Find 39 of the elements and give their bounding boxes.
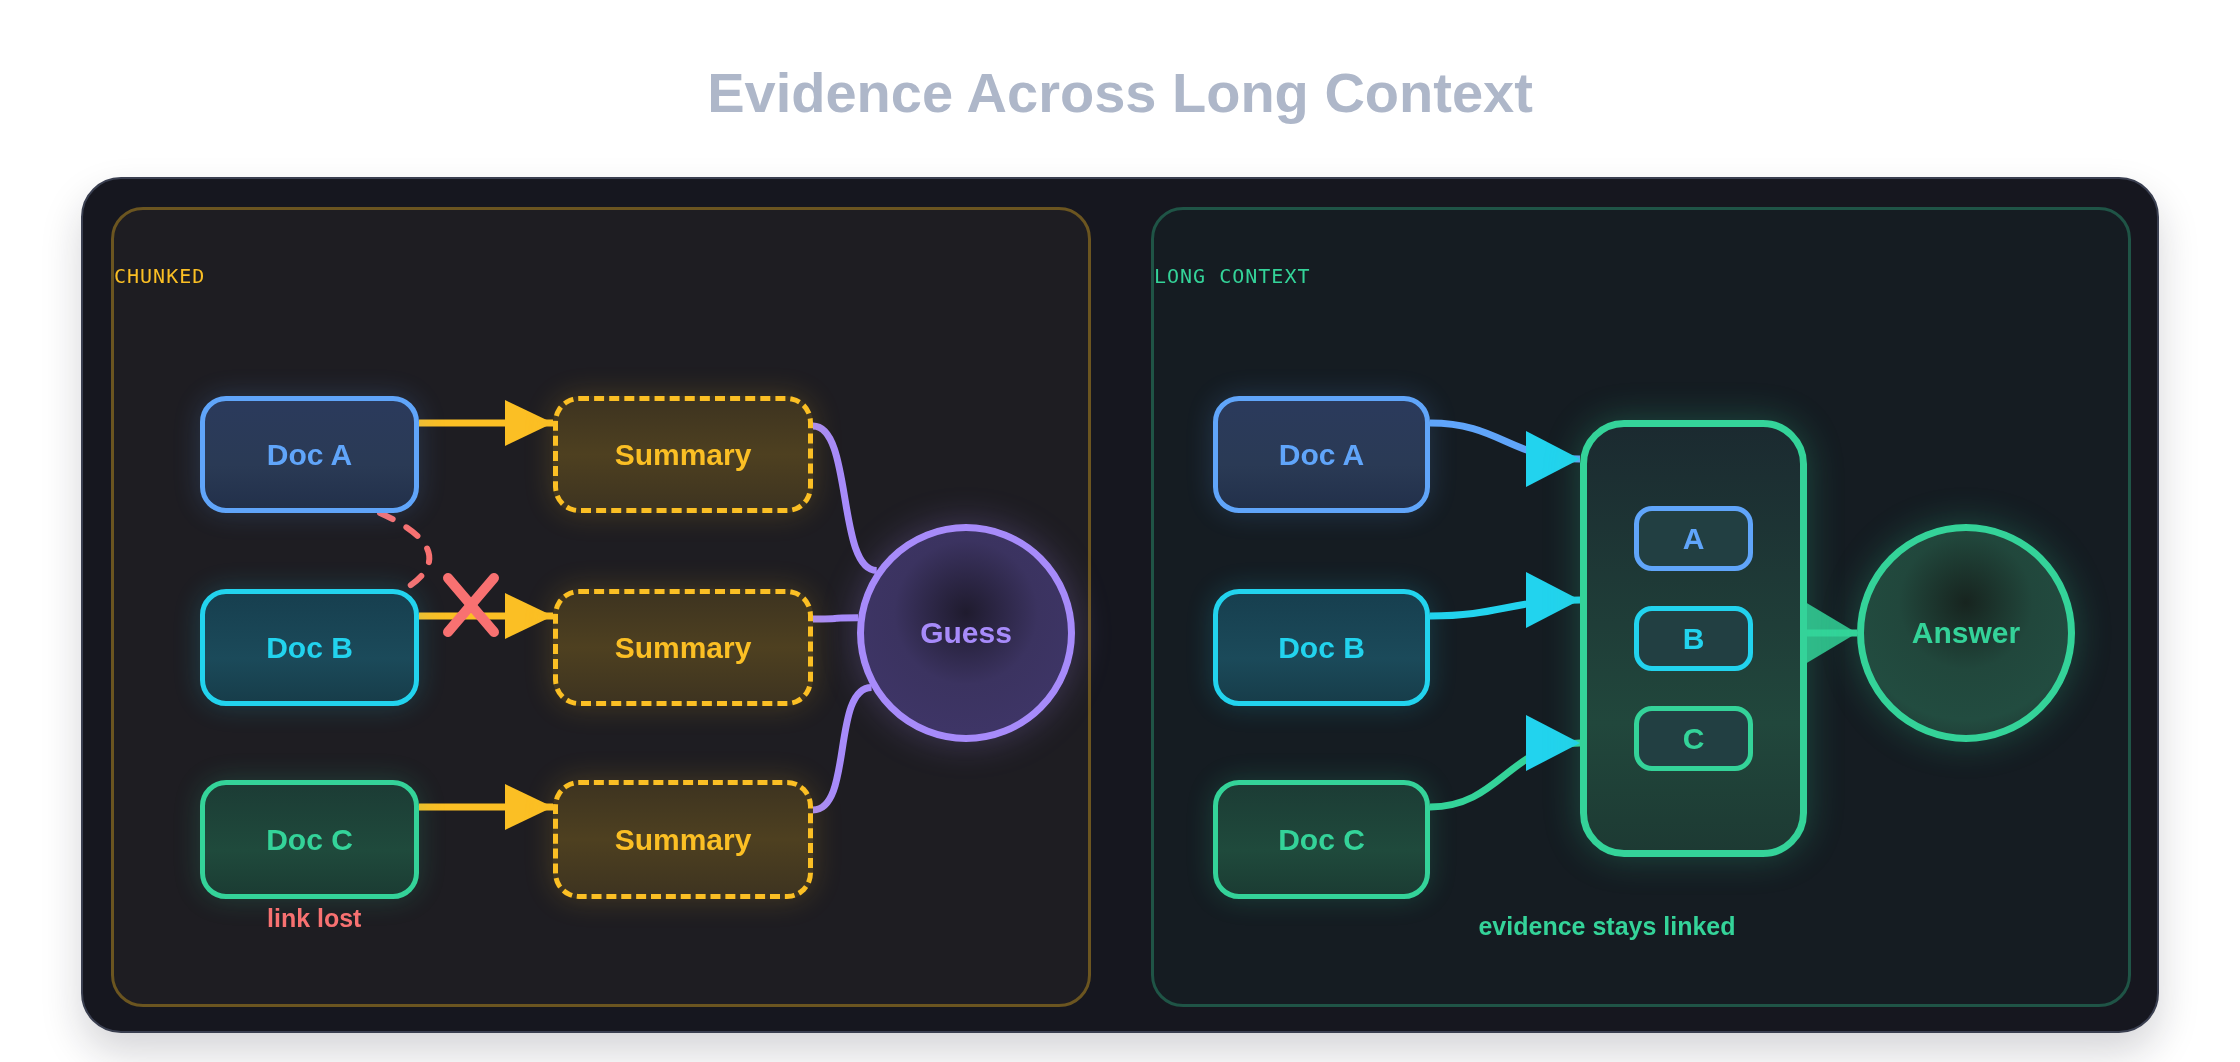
node-label: Doc C [266,822,353,857]
arrow [419,593,553,639]
arrow [1429,419,1581,485]
section-label: LONG CONTEXT [1154,264,1311,288]
node-label: B [1682,621,1705,656]
node-label: Summary [614,437,752,472]
node-label: Doc C [1278,822,1365,857]
node-label: Doc A [1278,437,1365,472]
node-label: Summary [614,630,752,665]
connector-line [813,614,859,623]
section-panel [1151,207,2131,1007]
section-label: CHUNKED [114,264,206,288]
node-label: Guess [920,616,1012,650]
node-label: Answer [1911,616,2021,650]
context-box [1580,420,1807,857]
document-box [200,589,419,706]
arrow [419,400,553,446]
summary-box [553,780,813,899]
node-label: C [1682,721,1705,756]
node-label: Doc B [1278,630,1365,665]
node-label: Doc B [266,630,353,665]
document-box [1213,589,1430,706]
node-label: A [1682,521,1705,556]
note-label: link lost [267,904,362,933]
arrow [419,784,553,830]
document-box [1213,396,1430,513]
arrow [1429,573,1581,630]
document-box [200,396,419,513]
note-label: evidence stays linked [1478,911,1736,941]
evidence-box [1634,506,1753,571]
section-panel [111,207,1091,1007]
evidence-box [1634,606,1753,671]
node-label: Doc A [266,437,353,472]
summary-box [553,589,813,706]
summary-box [553,396,813,513]
document-box [1213,780,1430,899]
evidence-box [1634,706,1753,771]
node-label: Summary [614,822,752,857]
diagram-title: Evidence Across Long Context [706,60,1534,125]
